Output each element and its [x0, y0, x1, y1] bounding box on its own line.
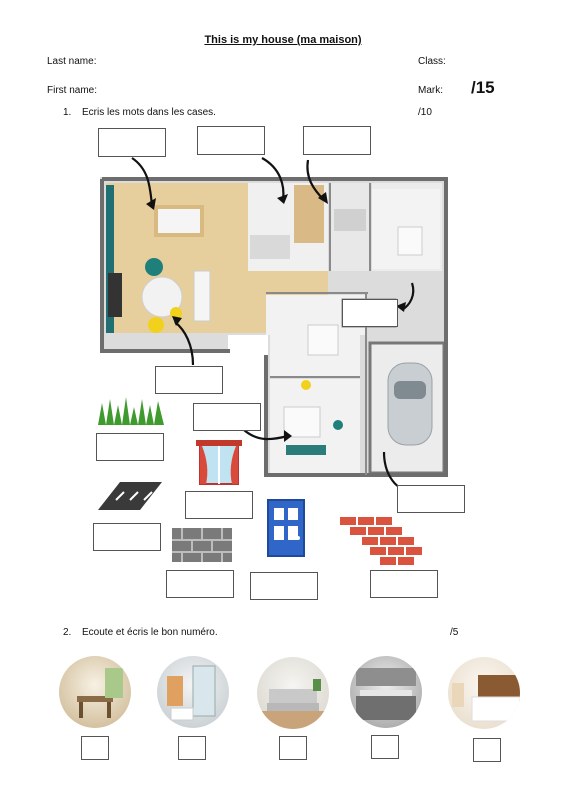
first-name-label: First name:: [47, 85, 98, 96]
bricks-icon: [340, 517, 422, 565]
answer-box-8[interactable]: [96, 433, 164, 461]
exercise1-number: 1.: [63, 107, 72, 118]
answer-box-6[interactable]: [342, 299, 398, 327]
last-name-label: Last name:: [47, 56, 97, 67]
exercise1-score: /10: [418, 107, 432, 118]
number-box-3[interactable]: [279, 736, 307, 760]
answer-box-5[interactable]: [193, 403, 261, 431]
mark-label: Mark:: [418, 85, 443, 96]
roof-icon: [172, 528, 232, 562]
answer-box-4[interactable]: [155, 366, 223, 394]
answer-box-1[interactable]: [98, 128, 166, 157]
answer-box-12[interactable]: [250, 572, 318, 600]
bathroom-photo: [157, 656, 229, 728]
floor-plan: [98, 175, 450, 483]
window-icon: [196, 440, 242, 485]
exercise2-score: /5: [450, 627, 459, 638]
exercise1-instruction: Ecris les mots dans les cases.: [82, 107, 216, 118]
answer-box-11[interactable]: [166, 570, 234, 598]
grass-icon: [98, 397, 164, 425]
exercise2-instruction: Ecoute et écris le bon numéro.: [82, 627, 218, 638]
dining-room-photo: [59, 656, 131, 728]
number-box-5[interactable]: [473, 738, 501, 762]
answer-box-3[interactable]: [303, 126, 371, 155]
kitchen-photo: [350, 656, 422, 728]
answer-box-2[interactable]: [197, 126, 265, 155]
bedroom-photo: [448, 657, 520, 729]
exercise2-number: 2.: [63, 627, 72, 638]
answer-box-7[interactable]: [397, 485, 465, 513]
number-box-2[interactable]: [178, 736, 206, 760]
living-room-photo: [257, 657, 329, 729]
mark-total: /15: [471, 78, 495, 97]
class-label: Class:: [418, 56, 446, 67]
page-title: This is my house (ma maison): [204, 34, 362, 46]
number-box-4[interactable]: [371, 735, 399, 759]
road-icon: [98, 482, 162, 510]
answer-box-9[interactable]: [185, 491, 253, 519]
door-icon: [264, 498, 308, 558]
answer-box-10[interactable]: [93, 523, 161, 551]
number-box-1[interactable]: [81, 736, 109, 760]
answer-box-13[interactable]: [370, 570, 438, 598]
